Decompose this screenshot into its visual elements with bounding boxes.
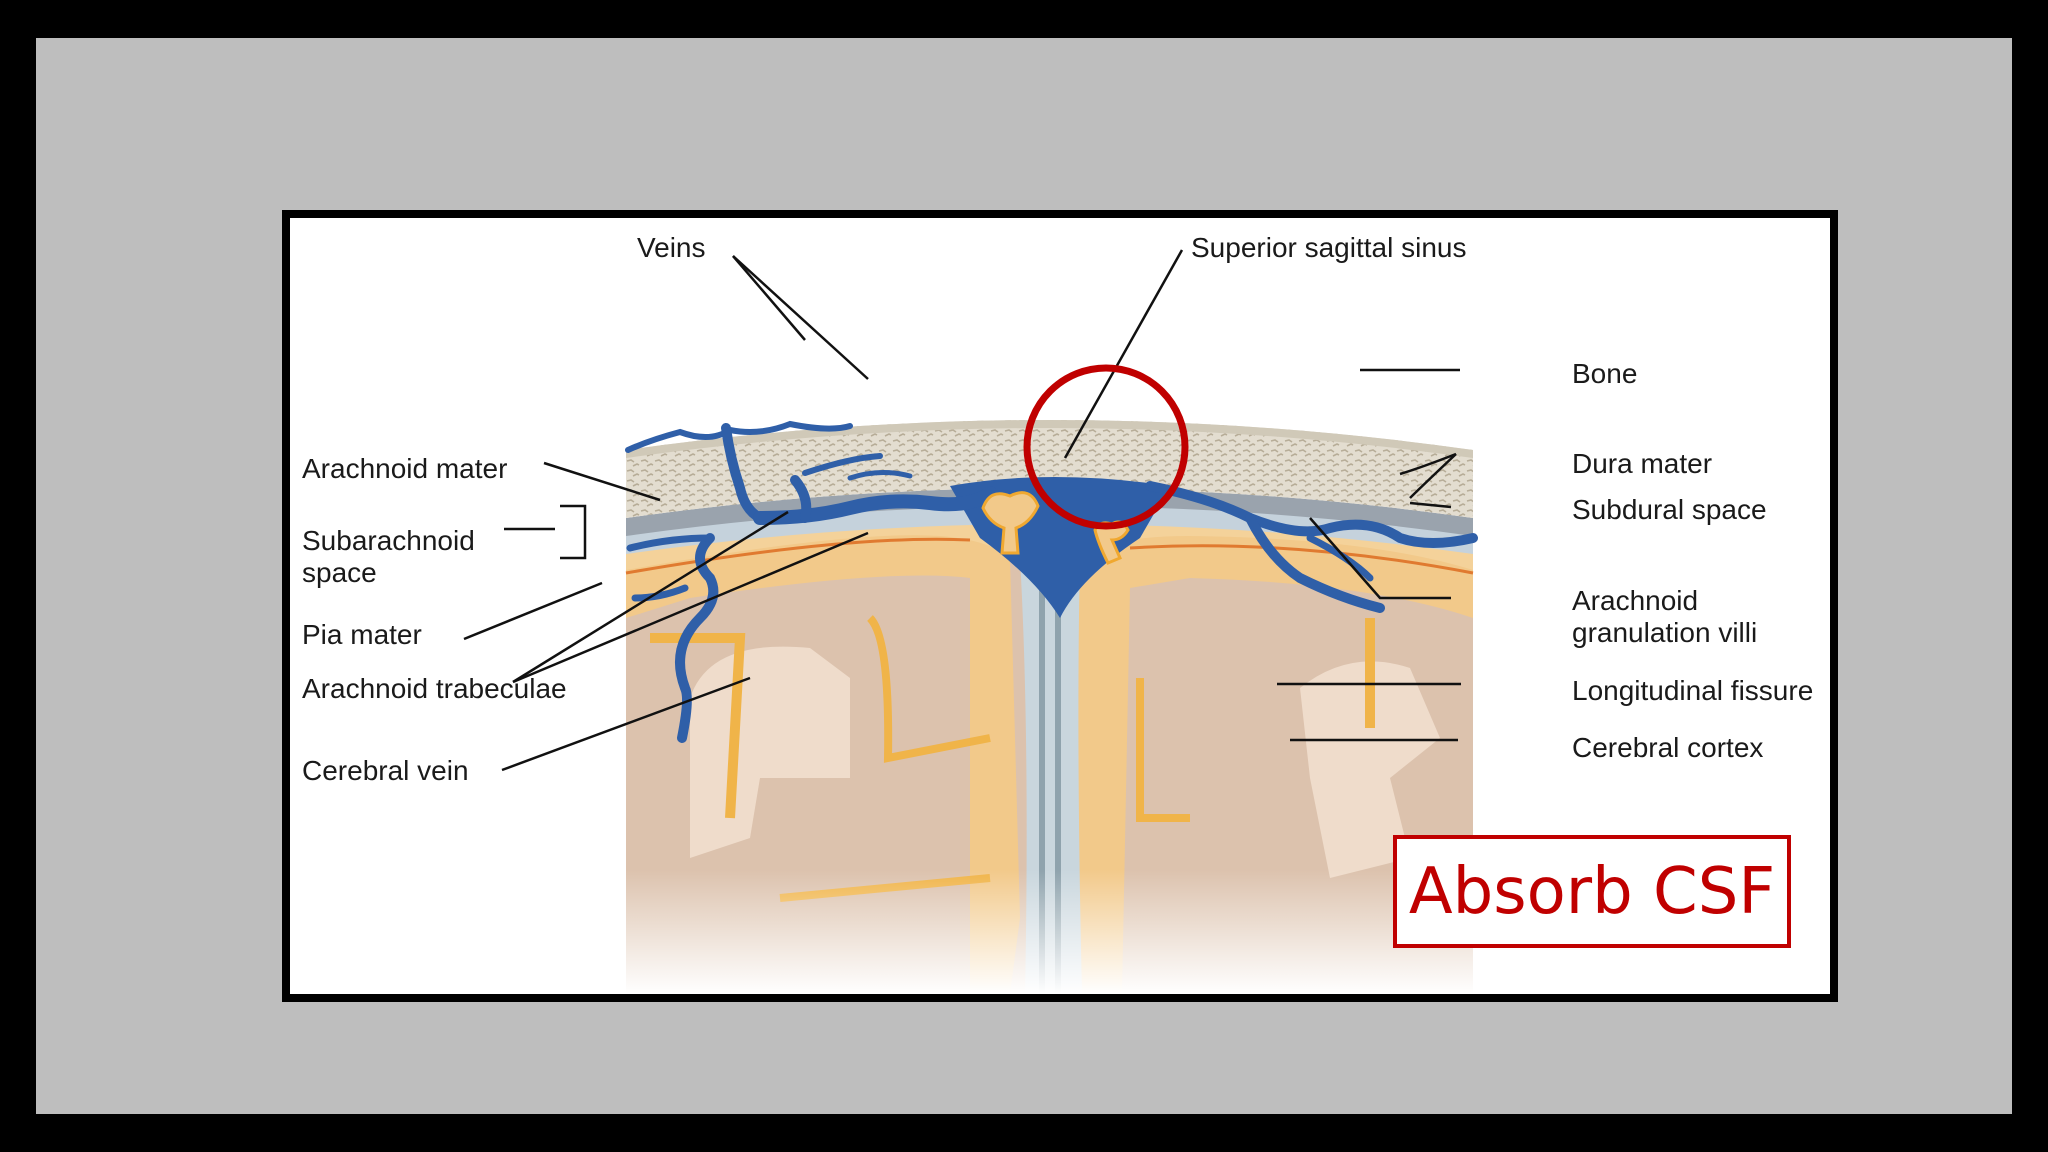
label-arachnoid-granulation-line2: granulation villi (1572, 617, 1758, 648)
label-dura-mater: Dura mater (1572, 448, 1713, 479)
label-arachnoid-trabeculae: Arachnoid trabeculae (302, 673, 567, 704)
label-cerebral-vein: Cerebral vein (302, 755, 469, 786)
label-subdural-space: Subdural space (1572, 494, 1767, 525)
meninges-illustration (463, 249, 1480, 994)
meninges-figure: Veins Superior sagittal sinus Bone Arach… (282, 210, 1838, 1002)
label-longitudinal-fissure: Longitudinal fissure (1572, 675, 1814, 706)
label-arachnoid-granulation: Arachnoid (1572, 585, 1699, 616)
slide: Veins Superior sagittal sinus Bone Arach… (36, 38, 2012, 1114)
label-bone: Bone (1572, 358, 1638, 389)
highlight-circle-icon (1023, 364, 1189, 530)
veins (625, 420, 1478, 743)
label-superior-sagittal-sinus: Superior sagittal sinus (1191, 232, 1467, 263)
label-veins: Veins (637, 232, 706, 263)
label-pia-mater: Pia mater (302, 619, 422, 650)
callout-text: Absorb CSF (1408, 854, 1776, 929)
label-cerebral-cortex: Cerebral cortex (1572, 732, 1764, 763)
absorb-csf-callout: Absorb CSF (1393, 835, 1791, 948)
label-subarachnoid-space-line2: space (302, 557, 377, 588)
leader-lines (463, 249, 1461, 772)
arachnoid-granulations (981, 491, 1130, 565)
label-arachnoid-mater: Arachnoid mater (302, 453, 508, 484)
label-subarachnoid-space: Subarachnoid (302, 525, 475, 556)
